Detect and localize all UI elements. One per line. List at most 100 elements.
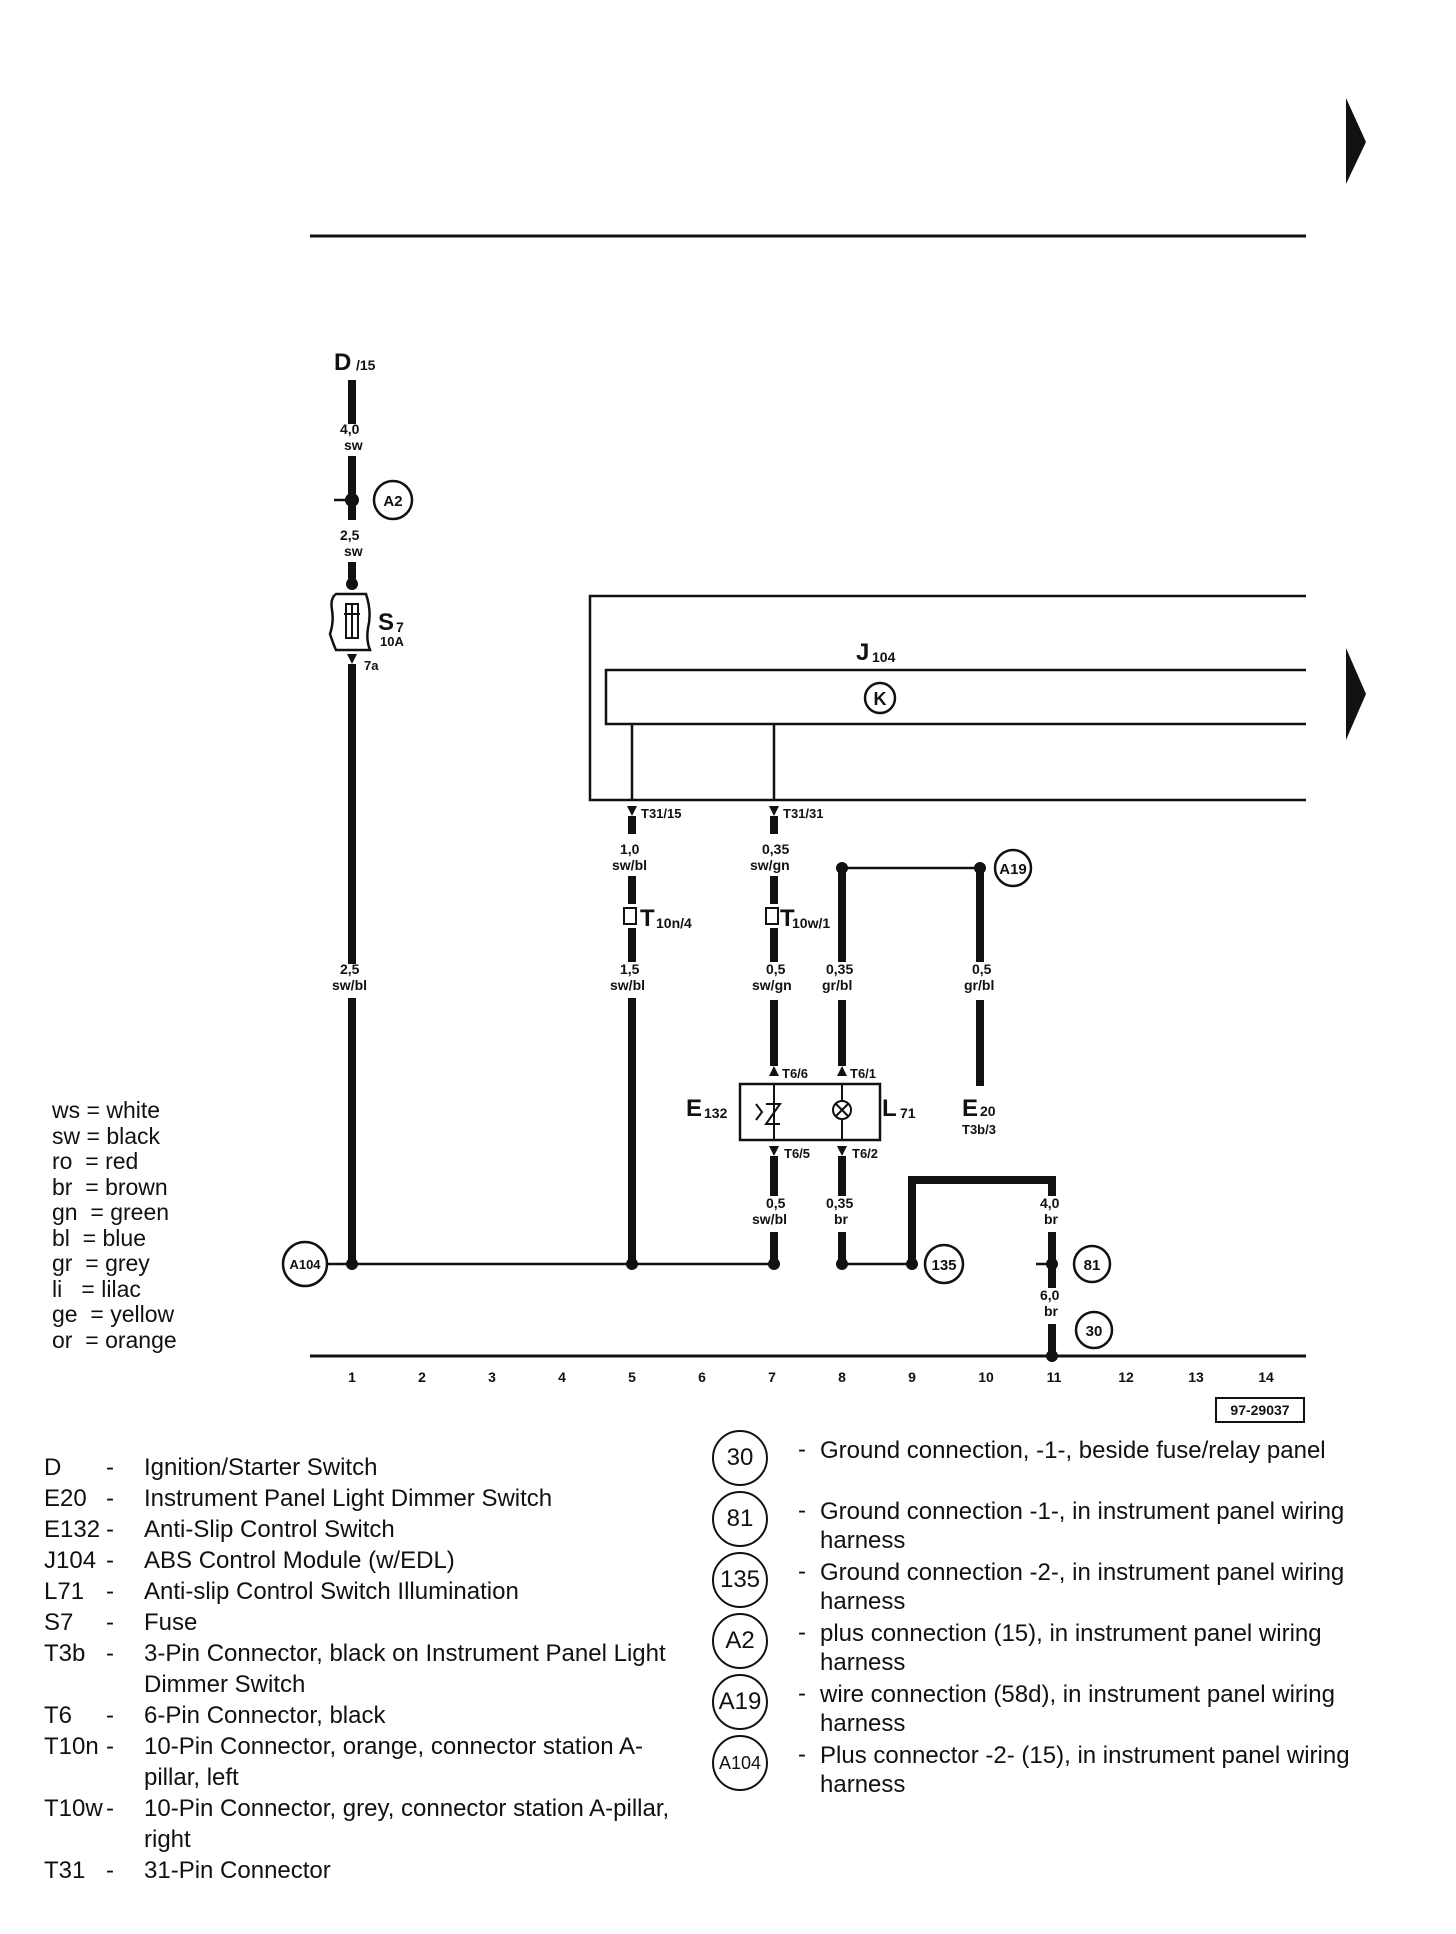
- fuse-s7: [328, 592, 372, 652]
- svg-text:9: 9: [908, 1369, 916, 1385]
- svg-text:T: T: [640, 905, 655, 932]
- svg-text:6: 6: [698, 1369, 706, 1385]
- connection-30: 30: [1074, 1310, 1114, 1350]
- connection-a2: A2: [372, 479, 414, 521]
- svg-text:7: 7: [768, 1369, 776, 1385]
- connection-circle-icon: A19: [712, 1674, 768, 1730]
- svg-text:sw/bl: sw/bl: [610, 977, 645, 993]
- svg-text:sw: sw: [344, 543, 363, 559]
- color-key-row: ws = white: [52, 1097, 161, 1123]
- svg-text:6,0: 6,0: [1040, 1287, 1060, 1303]
- svg-text:K: K: [874, 689, 887, 709]
- svg-text:T6/2: T6/2: [852, 1146, 878, 1161]
- svg-text:4,0: 4,0: [1040, 1195, 1060, 1211]
- svg-text:T3b/3: T3b/3: [962, 1122, 996, 1137]
- k-symbol-icon: [863, 681, 897, 715]
- svg-text:0,5: 0,5: [766, 961, 786, 977]
- connection-circle-icon: A2: [712, 1613, 768, 1669]
- svg-text:0,35: 0,35: [826, 1195, 853, 1211]
- component-d-label: D: [334, 349, 351, 376]
- svg-text:T6/5: T6/5: [784, 1146, 810, 1161]
- svg-text:1: 1: [348, 1369, 356, 1385]
- svg-text:T31/31: T31/31: [783, 806, 823, 821]
- connection-a19: A19: [993, 848, 1033, 888]
- svg-text:10: 10: [978, 1369, 994, 1385]
- svg-text:sw/bl: sw/bl: [612, 857, 647, 873]
- svg-text:T: T: [780, 905, 795, 932]
- svg-text:2: 2: [418, 1369, 426, 1385]
- connection-legend: 30-Ground connection, -1-, beside fuse/r…: [712, 1430, 1352, 1802]
- color-key-row: bl = blue: [52, 1224, 146, 1251]
- switch-e132-l71: [738, 1082, 882, 1142]
- svg-text:br: br: [1044, 1303, 1059, 1319]
- svg-text:4,0: 4,0: [340, 421, 360, 437]
- svg-text:20: 20: [980, 1103, 996, 1119]
- legend-item: A19-wire connection (58d), in instrument…: [712, 1674, 1352, 1741]
- continue-arrow-icon: [1346, 648, 1366, 740]
- color-key-row: gr = grey: [52, 1250, 150, 1276]
- svg-text:71: 71: [900, 1105, 916, 1121]
- connection-circle-icon: 135: [712, 1552, 768, 1608]
- legend-item: T10w-10-Pin Connector, grey, connector s…: [44, 1795, 670, 1853]
- legend-item: T31-31-Pin Connector: [44, 1857, 331, 1884]
- component-d-sub: /15: [356, 357, 376, 373]
- svg-text:sw: sw: [344, 437, 363, 453]
- svg-text:S: S: [378, 609, 394, 636]
- legend-item: 135-Ground connection -2-, in instrument…: [712, 1552, 1352, 1619]
- color-key-row: or = orange: [52, 1326, 177, 1353]
- connection-a104: A104: [281, 1240, 329, 1288]
- svg-text:4: 4: [558, 1369, 566, 1385]
- svg-text:A19: A19: [999, 861, 1027, 878]
- svg-text:135: 135: [931, 1257, 956, 1274]
- page-number: 97-29037: [1230, 1402, 1289, 1418]
- svg-text:A104: A104: [289, 1257, 321, 1272]
- connection-circle-icon: 81: [712, 1491, 768, 1547]
- svg-text:sw/bl: sw/bl: [332, 977, 367, 993]
- svg-text:14: 14: [1258, 1369, 1274, 1385]
- continue-arrow-icon: [1346, 98, 1366, 184]
- track-numbers: 1 2 3 4 5 6 7 8 9 10 11 12 13 14: [348, 1369, 1274, 1385]
- svg-text:2,5: 2,5: [340, 961, 360, 977]
- color-key-row: ge = yellow: [52, 1301, 175, 1327]
- svg-text:A2: A2: [383, 493, 402, 510]
- color-key-row: sw = black: [52, 1122, 161, 1149]
- svg-text:13: 13: [1188, 1369, 1204, 1385]
- legend-item: 30-Ground connection, -1-, beside fuse/r…: [712, 1430, 1352, 1497]
- legend-item: A104-Plus connector -2- (15), in instrum…: [712, 1735, 1352, 1802]
- legend-item: D-Ignition/Starter Switch: [44, 1454, 378, 1481]
- legend-item: S7-Fuse: [44, 1609, 198, 1636]
- svg-text:3: 3: [488, 1369, 496, 1385]
- svg-text:T6/6: T6/6: [782, 1066, 808, 1081]
- svg-text:2,5: 2,5: [340, 527, 360, 543]
- legend-item: A2-plus connection (15), in instrument p…: [712, 1613, 1352, 1680]
- svg-text:gr/bl: gr/bl: [964, 977, 994, 993]
- connection-135: 135: [923, 1243, 965, 1285]
- connection-circle-icon: 30: [712, 1430, 768, 1486]
- svg-text:30: 30: [1086, 1323, 1103, 1340]
- svg-text:81: 81: [1084, 1257, 1101, 1274]
- legend-item: T3b-3-Pin Connector, black on Instrument…: [44, 1640, 666, 1698]
- color-key-row: gn = green: [52, 1199, 170, 1225]
- svg-text:1,0: 1,0: [620, 841, 640, 857]
- legend-item: T10n-10-Pin Connector, orange, connector…: [44, 1733, 643, 1791]
- svg-text:T6/1: T6/1: [850, 1066, 876, 1081]
- svg-text:E: E: [686, 1095, 702, 1122]
- svg-text:sw/bl: sw/bl: [752, 1211, 787, 1227]
- svg-text:gr/bl: gr/bl: [822, 977, 852, 993]
- component-legend: D-Ignition/Starter Switch E20-Instrument…: [44, 1452, 684, 1886]
- svg-text:T31/15: T31/15: [641, 806, 681, 821]
- svg-text:E: E: [962, 1095, 978, 1122]
- svg-text:0,5: 0,5: [766, 1195, 786, 1211]
- legend-item: E132-Anti-Slip Control Switch: [44, 1516, 395, 1543]
- svg-text:7a: 7a: [364, 658, 379, 673]
- wire-color-key: ws = white sw = black ro = red br = brow…: [52, 1097, 177, 1353]
- svg-text:11: 11: [1047, 1369, 1062, 1385]
- svg-text:132: 132: [704, 1105, 728, 1121]
- svg-text:0,5: 0,5: [972, 961, 992, 977]
- legend-item: T6-6-Pin Connector, black: [44, 1702, 386, 1729]
- svg-text:br: br: [834, 1211, 849, 1227]
- color-key-row: br = brown: [52, 1173, 168, 1200]
- svg-text:10w/1: 10w/1: [792, 915, 830, 931]
- legend-item: E20-Instrument Panel Light Dimmer Switch: [44, 1485, 553, 1512]
- svg-text:10A: 10A: [380, 634, 404, 649]
